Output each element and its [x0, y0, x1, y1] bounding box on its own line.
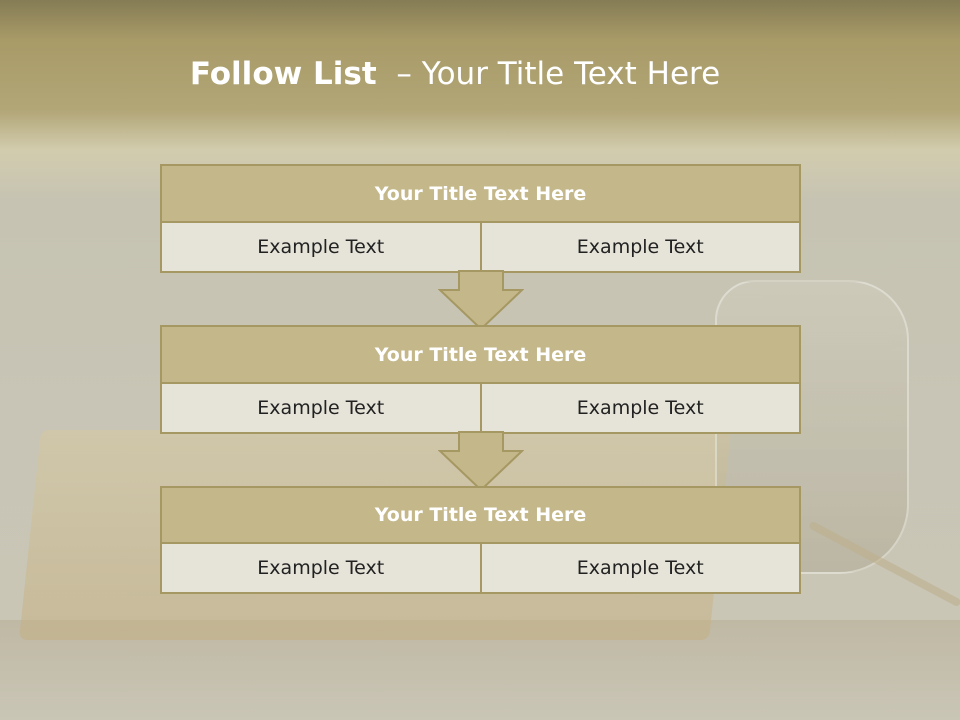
- down-arrow-icon: [438, 270, 524, 331]
- list-block-1: Your Title Text Here Example Text Exampl…: [160, 164, 801, 273]
- list-block-3: Your Title Text Here Example Text Exampl…: [160, 486, 801, 594]
- block-cell-right: Example Text: [479, 384, 800, 432]
- block-cell-left: Example Text: [257, 236, 385, 258]
- block-row: Example Text Example Text: [162, 544, 799, 592]
- title-rest: – Your Title Text Here: [376, 56, 721, 92]
- block-title: Your Title Text Here: [162, 327, 799, 384]
- block-title: Your Title Text Here: [162, 488, 799, 544]
- block-cell-left: Example Text: [257, 397, 385, 419]
- block-title: Your Title Text Here: [162, 166, 799, 223]
- block-row: Example Text Example Text: [162, 223, 799, 271]
- block-cell-right: Example Text: [479, 223, 800, 271]
- block-cell-right: Example Text: [479, 544, 800, 592]
- block-row: Example Text Example Text: [162, 384, 799, 432]
- slide-title: Follow List – Your Title Text Here: [0, 56, 960, 92]
- down-arrow-icon: [438, 431, 524, 492]
- title-bold: Follow List: [189, 56, 377, 92]
- list-block-2: Your Title Text Here Example Text Exampl…: [160, 325, 801, 434]
- block-cell-left: Example Text: [257, 557, 385, 579]
